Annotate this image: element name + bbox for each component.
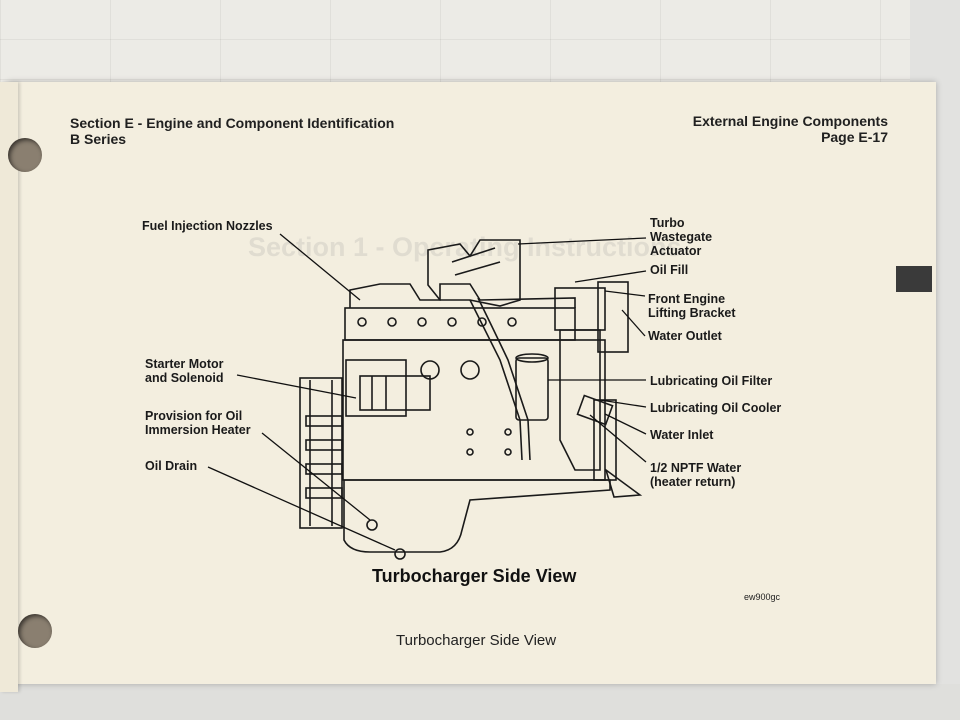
manual-page: Section 1 - Operating Instructions Secti… — [8, 82, 936, 684]
label-provision-oil-heater: Provision for Oil Immersion Heater — [145, 409, 251, 437]
page-header: External Engine Components Page E-17 — [693, 113, 888, 145]
label-turbo-wastegate-actuator: Turbo Wastegate Actuator — [650, 216, 713, 258]
valve-cover — [349, 283, 576, 308]
water-inlet — [576, 394, 614, 426]
thumb-tab-marker — [896, 266, 932, 292]
label-water-inlet: Water Inlet — [650, 428, 714, 442]
water-pump-housing — [554, 287, 606, 331]
flywheel-housing — [299, 377, 343, 529]
binder-hole-bottom — [18, 614, 52, 648]
oil-filter — [515, 357, 549, 421]
cylinder-head — [344, 307, 576, 341]
oil-pan — [343, 479, 611, 553]
background-sheet — [0, 0, 910, 82]
label-lubricating-oil-cooler: Lubricating Oil Cooler — [650, 401, 782, 415]
label-front-engine-lifting-bracket: Front Engine Lifting Bracket — [648, 292, 736, 320]
starter-motor — [345, 359, 407, 417]
label-oil-drain: Oil Drain — [145, 459, 198, 473]
figure-code: ew900gc — [744, 592, 781, 602]
label-water-outlet: Water Outlet — [648, 329, 722, 343]
label-starter-motor: Starter Motor and Solenoid — [145, 357, 224, 385]
series-title: B Series — [70, 131, 127, 147]
binder-edge — [0, 82, 18, 692]
page-number: Page E-17 — [821, 129, 888, 145]
section-title: Section E - Engine and Component Identif… — [70, 115, 395, 131]
section-header: Section E - Engine and Component Identif… — [70, 115, 394, 147]
figure-caption: Turbocharger Side View — [396, 632, 557, 649]
label-oil-fill: Oil Fill — [650, 263, 689, 277]
chapter-title: External Engine Components — [692, 113, 888, 129]
label-nptf-water: 1/2 NPTF Water (heater return) — [650, 461, 742, 489]
label-lubricating-oil-filter: Lubricating Oil Filter — [650, 374, 773, 388]
figure-title: Turbocharger Side View — [372, 566, 577, 586]
background-surface-bottom — [0, 684, 960, 720]
label-fuel-injection-nozzles: Fuel Injection Nozzles — [142, 219, 273, 233]
turbocharger — [427, 239, 521, 307]
binder-hole-top — [8, 138, 42, 172]
